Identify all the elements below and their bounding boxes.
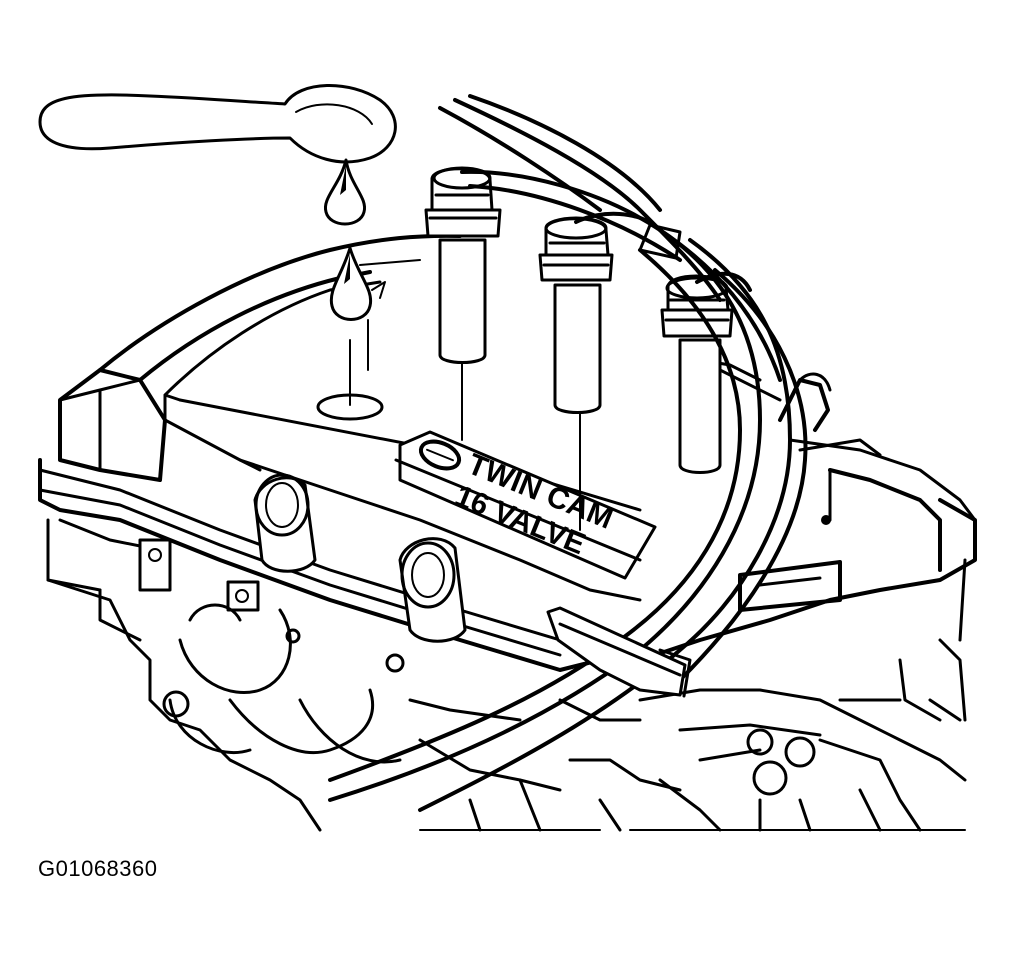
engine-block <box>46 518 967 832</box>
figure-id: G01068360 <box>38 856 158 881</box>
oil-drop-icon <box>323 158 367 226</box>
spark-plug-boot-1 <box>424 166 502 441</box>
oil-filler-hole <box>316 259 421 421</box>
ignition-wires <box>328 94 808 812</box>
spark-plug-boot-3 <box>660 274 734 474</box>
spoon-icon <box>38 84 397 164</box>
spark-plug-tube-openings <box>253 473 467 643</box>
spark-plug-boot-2 <box>538 216 614 531</box>
oil-drop-icon <box>329 246 373 321</box>
valve-cover <box>38 233 977 672</box>
